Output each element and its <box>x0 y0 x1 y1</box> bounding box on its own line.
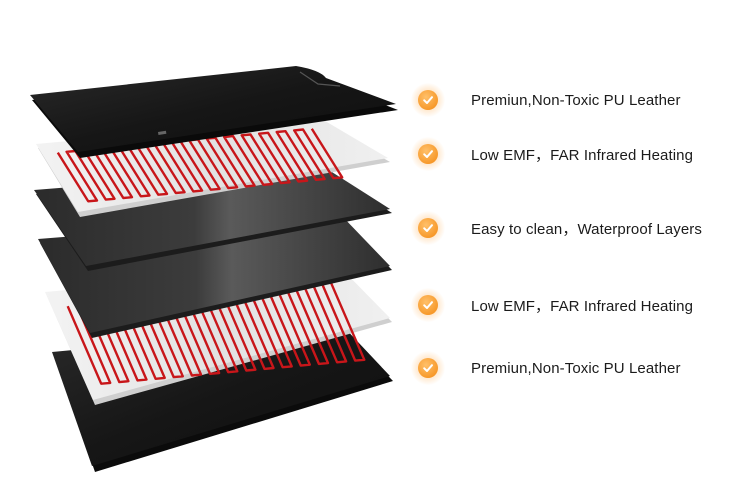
feature-item: Low EMF，FAR Infrared Heating <box>411 134 693 174</box>
feature-label: Low EMF，FAR Infrared Heating <box>471 146 694 164</box>
heating-wire-path <box>56 128 344 203</box>
feature-item: Premiun,Non-Toxic PU Leather <box>411 348 681 388</box>
upper-heating-wire <box>56 128 344 203</box>
feature-item: Premiun,Non-Toxic PU Leather <box>411 80 681 120</box>
check-icon <box>411 83 445 117</box>
top-leather-layer <box>30 66 398 158</box>
feature-label: Easy to clean，Waterproof Layers <box>471 220 702 238</box>
check-icon <box>411 211 445 245</box>
feature-item: Easy to clean，Waterproof Layers <box>411 208 702 248</box>
feature-label: Premiun,Non-Toxic PU Leather <box>471 91 681 109</box>
heating-wire-path <box>66 281 366 385</box>
feature-item: Low EMF，FAR Infrared Heating <box>411 285 693 325</box>
feature-label: Premiun,Non-Toxic PU Leather <box>471 359 681 377</box>
check-icon <box>411 288 445 322</box>
check-icon <box>411 351 445 385</box>
check-icon <box>411 137 445 171</box>
feature-label: Low EMF，FAR Infrared Heating <box>471 297 694 315</box>
lower-heating-wire <box>66 281 366 385</box>
